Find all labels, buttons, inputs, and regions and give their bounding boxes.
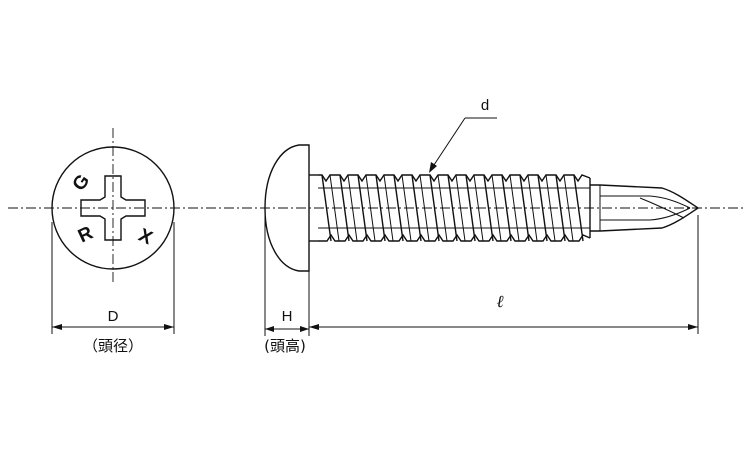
- thread: [318, 174, 591, 242]
- head-diameter-label: D: [108, 308, 119, 325]
- phillips-recess: [80, 175, 146, 241]
- thread-diameter-label: d: [481, 97, 489, 114]
- mark-g: G: [69, 171, 95, 195]
- head-height-dimension: H (頭高): [264, 215, 310, 355]
- screw-side-view: [264, 144, 700, 272]
- mark-r: R: [75, 222, 97, 247]
- head-diameter-dimension: D （頭径）: [51, 222, 175, 355]
- head-height-jp-label: (頭高): [264, 337, 306, 355]
- thread-diameter-leader: d: [429, 97, 497, 173]
- drill-point: [590, 184, 700, 232]
- length-label: ℓ: [496, 292, 503, 312]
- pan-head: [264, 144, 310, 272]
- length-dimension: ℓ: [309, 215, 699, 334]
- mark-x: X: [135, 225, 156, 250]
- head-diameter-jp-label: （頭径）: [83, 337, 143, 355]
- head-outline: [51, 146, 175, 270]
- head-height-label: H: [282, 308, 293, 325]
